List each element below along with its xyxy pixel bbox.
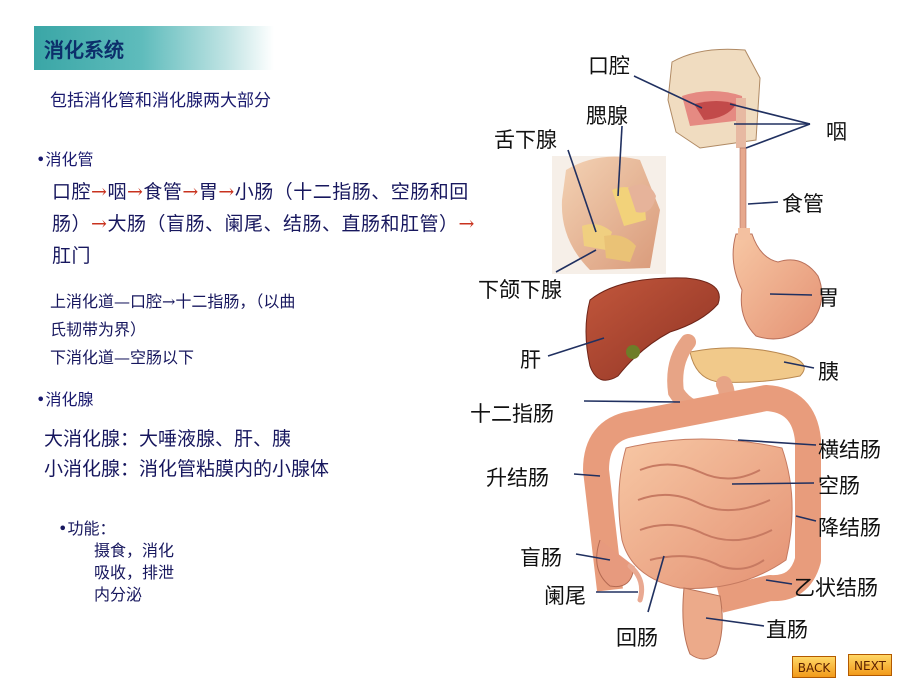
function-block: •功能： 摄食，消化 吸收，排泄 内分泌 xyxy=(58,518,174,606)
face-glands-image xyxy=(552,156,666,274)
label-submandibular-gland: 下颌下腺 xyxy=(478,278,562,302)
label-pharynx: 咽 xyxy=(826,120,847,144)
label-sublingual-gland: 舌下腺 xyxy=(494,128,557,152)
title-bar xyxy=(34,26,274,70)
sequence-organ: 大肠（盲肠、阑尾、结肠、直肠和肛管） xyxy=(107,213,459,235)
lower-tract: 下消化道—空肠以下 xyxy=(50,348,195,367)
upper-tract-line1: 上消化道—口腔→十二指肠，（以曲 xyxy=(50,292,296,311)
sequence-organ: 肛门 xyxy=(52,245,92,267)
sequence-arrow: → xyxy=(218,181,235,203)
label-cecum: 盲肠 xyxy=(520,546,562,570)
leader-lines xyxy=(547,75,817,627)
label-stomach: 胃 xyxy=(818,286,839,310)
label-oral-cavity: 口腔 xyxy=(588,54,630,78)
sequence-arrow: → xyxy=(91,181,108,203)
label-duodenum: 十二指肠 xyxy=(470,402,554,426)
upper-tract-line2: 氏韧带为界） xyxy=(50,320,147,339)
colon-shape xyxy=(583,385,821,613)
sequence-arrow: → xyxy=(458,213,475,235)
label-transverse-colon: 横结肠 xyxy=(818,438,881,462)
intro-text: 包括消化管和消化腺两大部分 xyxy=(50,91,271,111)
sequence-organ: 小肠（十二指肠、空肠和回肠） xyxy=(52,181,469,235)
glands-block: 大消化腺：大唾液腺、肝、胰 小消化腺：消化管粘膜内的小腺体 xyxy=(44,424,329,484)
label-liver: 肝 xyxy=(520,348,541,372)
label-descending-colon: 降结肠 xyxy=(818,516,881,540)
label-appendix: 阑尾 xyxy=(544,584,586,608)
sequence-organ: 胃 xyxy=(198,181,219,203)
label-ileum: 回肠 xyxy=(616,626,658,650)
small-intestine-shape xyxy=(618,438,793,589)
function-item: 内分泌 xyxy=(94,585,143,604)
back-button[interactable]: BACK xyxy=(792,656,836,678)
function-item: 吸收，排泄 xyxy=(94,563,175,582)
pancreas-shape xyxy=(689,347,805,383)
sequence-arrow: → xyxy=(91,213,108,235)
page-title: 消化系统 xyxy=(44,38,124,62)
label-esophagus: 食管 xyxy=(782,192,824,216)
tract-divisions: 上消化道—口腔→十二指肠，（以曲 氏韧带为界） 下消化道—空肠以下 xyxy=(50,288,430,372)
label-parotid-gland: 腮腺 xyxy=(586,104,628,128)
head-section xyxy=(667,48,761,231)
label-sigmoid-colon: 乙状结肠 xyxy=(794,576,878,600)
major-glands: 大消化腺：大唾液腺、肝、胰 xyxy=(44,428,292,450)
tract-bullet: •消化管 xyxy=(36,150,94,169)
sequence-arrow: → xyxy=(126,181,144,203)
label-pancreas: 胰 xyxy=(818,360,839,384)
function-label: •功能： xyxy=(58,519,116,538)
sequence-organ: 食管 xyxy=(143,181,183,203)
tract-sequence: 口腔→咽→食管→胃→小肠（十二指肠、空肠和回肠）→大肠（盲肠、阑尾、结肠、直肠和… xyxy=(52,176,477,272)
function-item: 摄食，消化 xyxy=(94,541,175,560)
rectum-shape xyxy=(682,587,723,660)
label-rectum: 直肠 xyxy=(766,618,808,642)
glands-bullet: •消化腺 xyxy=(36,390,94,409)
minor-glands: 小消化腺：消化管粘膜内的小腺体 xyxy=(44,458,330,480)
stomach-shape xyxy=(732,233,823,340)
sequence-organ: 口腔 xyxy=(52,181,92,203)
liver-shape xyxy=(585,277,720,381)
label-ascending-colon: 升结肠 xyxy=(486,466,549,490)
sequence-organ: 咽 xyxy=(107,181,127,203)
sequence-arrow: → xyxy=(182,181,199,203)
next-button[interactable]: NEXT xyxy=(848,654,892,676)
label-jejunum: 空肠 xyxy=(818,474,860,498)
